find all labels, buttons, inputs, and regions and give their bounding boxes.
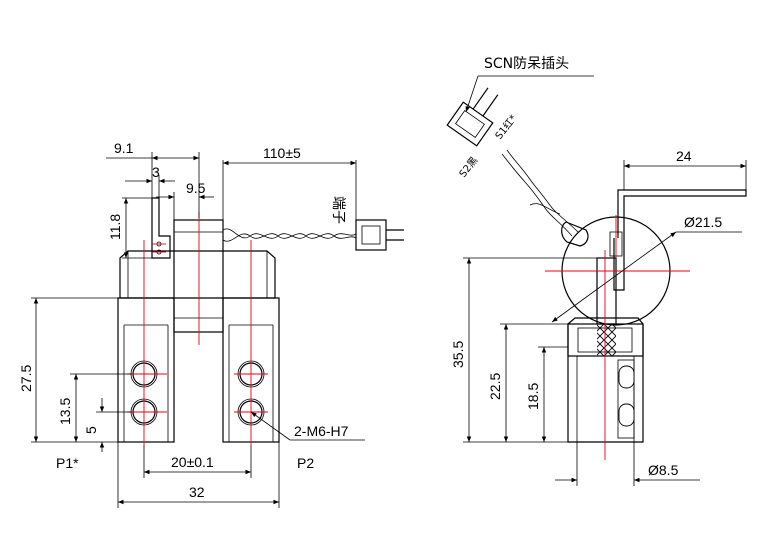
front-view bbox=[117, 197, 404, 445]
dim-9-1: 9.1 bbox=[114, 140, 134, 156]
coil-housing bbox=[173, 219, 224, 333]
dim-22-5: 22.5 bbox=[487, 373, 503, 400]
wire-s1-label: S1红* bbox=[492, 112, 519, 142]
connector-label: SCN防呆插头 bbox=[484, 56, 569, 72]
dim-dia-8-5: Ø8.5 bbox=[648, 462, 679, 478]
dim-20: 20±0.1 bbox=[171, 454, 214, 470]
terminal-bracket bbox=[151, 197, 171, 259]
side-twisted-wire bbox=[501, 149, 589, 247]
twisted-wire bbox=[222, 228, 357, 242]
mounting-bracket bbox=[613, 189, 747, 291]
dim-35-5: 35.5 bbox=[450, 341, 466, 368]
dim-27-5: 27.5 bbox=[18, 365, 34, 392]
dim-110: 110±5 bbox=[263, 145, 301, 161]
dim-13-5: 13.5 bbox=[57, 398, 73, 425]
dim-32: 32 bbox=[189, 484, 205, 500]
port-p2-label: P2 bbox=[297, 455, 314, 471]
hole-spec-label: 2-M6-H7 bbox=[294, 423, 349, 439]
dim-18-5: 18.5 bbox=[525, 383, 541, 410]
wire-s2-label: S2黑 bbox=[457, 155, 480, 180]
left-port-body bbox=[117, 297, 175, 443]
dim-9-5: 9.5 bbox=[186, 180, 206, 196]
dim-24: 24 bbox=[676, 148, 692, 164]
wire-end-label: 端子 bbox=[330, 196, 346, 224]
front-view-dimensions: 9.1 3 9.5 110±5 11.8 27.5 13.5 5 bbox=[18, 140, 365, 508]
dim-5: 5 bbox=[83, 426, 99, 434]
port-p1-label: P1* bbox=[56, 455, 79, 471]
side-view bbox=[446, 87, 747, 460]
wire-connector-side bbox=[355, 219, 404, 251]
scn-connector bbox=[446, 87, 499, 147]
dim-3: 3 bbox=[152, 164, 160, 180]
dim-11-8: 11.8 bbox=[107, 214, 123, 240]
dim-dia-21-5: Ø21.5 bbox=[684, 214, 722, 230]
